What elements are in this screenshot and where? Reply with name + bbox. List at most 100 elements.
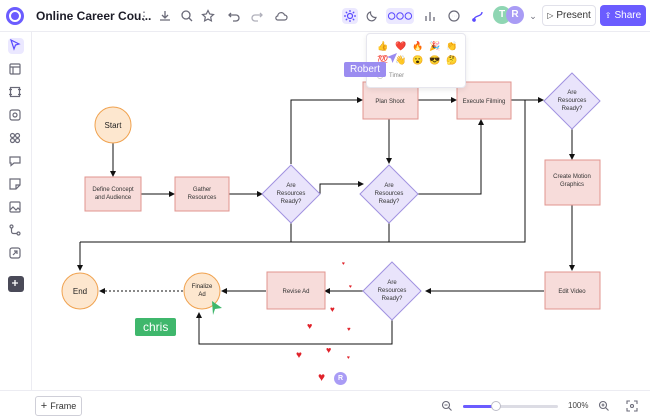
- emoji-heart[interactable]: ❤️: [395, 41, 407, 51]
- node-create-motion-graphics[interactable]: Create Motion Graphics: [544, 159, 601, 206]
- node-revise-ad[interactable]: Revise Ad: [266, 271, 326, 310]
- connector-tool-icon[interactable]: [8, 223, 24, 239]
- redo-icon[interactable]: [249, 8, 265, 24]
- heart-reaction-icon: ♥: [318, 370, 326, 384]
- dark-mode-icon[interactable]: [364, 8, 380, 24]
- section-tool-icon[interactable]: [8, 85, 24, 101]
- node-finalize-ad[interactable]: Finalize Ad: [183, 272, 221, 310]
- emoji-hundred[interactable]: 💯: [377, 55, 389, 65]
- share-icon: ⇪: [604, 11, 612, 20]
- chevron-down-icon[interactable]: ⌄: [529, 11, 537, 21]
- app-logo[interactable]: [6, 7, 24, 25]
- zoom-slider[interactable]: [463, 401, 558, 411]
- robert-cursor-icon: [387, 53, 397, 63]
- emoji-wave[interactable]: 👋: [395, 55, 407, 65]
- emoji-clap[interactable]: 👏: [446, 41, 458, 51]
- reactions-icon[interactable]: [386, 8, 414, 24]
- node-gather-resources[interactable]: Gather Resources: [174, 176, 230, 212]
- add-frame-button[interactable]: + Frame: [35, 396, 82, 416]
- node-plan-label: Plan Shoot: [375, 99, 405, 105]
- decision-1-line2: Resources: [277, 191, 306, 197]
- share-button[interactable]: ⇪ Share: [600, 5, 646, 26]
- emoji-surprised[interactable]: 😮: [412, 55, 424, 65]
- more-tools-icon[interactable]: [8, 276, 24, 292]
- emoji-thinking[interactable]: 🤔: [446, 55, 458, 65]
- chart-icon[interactable]: [422, 8, 438, 24]
- decision-1[interactable]: Are Resources Ready?: [261, 164, 321, 224]
- node-plan-shoot[interactable]: Plan Shoot: [362, 81, 419, 120]
- reactions-popup: 👍 ❤️ 🔥 🎉 👏 💯 👋 😮 😎 🤔: [366, 33, 466, 88]
- decision-1-line3: Ready?: [281, 199, 302, 205]
- timer-label[interactable]: Timer: [389, 73, 405, 79]
- cloud-saved-icon[interactable]: [273, 8, 289, 24]
- heart-reaction-icon: ♥: [296, 350, 302, 361]
- node-edit-label: Edit Video: [558, 289, 586, 295]
- play-icon: ▷: [547, 11, 554, 20]
- decision-3-line3: Ready?: [562, 106, 583, 112]
- chris-cursor-icon: [212, 301, 222, 315]
- shape-tool-icon[interactable]: [8, 108, 24, 124]
- flowchart-diagram: Define Concept and Audience Gather Resou…: [61, 72, 601, 345]
- node-end[interactable]: End: [61, 272, 99, 310]
- node-motion-line1: Create Motion: [553, 174, 591, 180]
- decision-4-line2: Resources: [378, 288, 407, 294]
- search-icon[interactable]: [179, 8, 195, 24]
- present-button[interactable]: ▷ Present: [542, 5, 596, 26]
- download-icon[interactable]: [157, 8, 173, 24]
- top-toolbar: Online Career Cou... ⋮: [0, 0, 650, 32]
- node-revise-label: Revise Ad: [282, 289, 309, 295]
- undo-icon[interactable]: [226, 8, 242, 24]
- star-icon[interactable]: [200, 8, 216, 24]
- emoji-thumbs-up[interactable]: 👍: [377, 41, 389, 51]
- select-tool-icon[interactable]: [8, 38, 24, 54]
- document-title[interactable]: Online Career Cou...: [36, 9, 152, 23]
- decision-2[interactable]: Are Resources Ready?: [359, 164, 419, 224]
- heart-reaction-icon: ♥: [330, 305, 335, 314]
- heart-reaction-icon: ♥: [349, 284, 352, 290]
- zoom-in-icon[interactable]: [598, 399, 610, 411]
- decision-2-line1: Are: [384, 183, 394, 189]
- node-edit-video[interactable]: Edit Video: [544, 271, 601, 310]
- node-execute-filming[interactable]: Execute Filming: [456, 81, 512, 120]
- components-tool-icon[interactable]: [8, 131, 24, 147]
- connectors: [77, 97, 575, 345]
- light-mode-icon[interactable]: [342, 8, 358, 24]
- present-label: Present: [556, 10, 591, 21]
- connector-icon[interactable]: [470, 8, 486, 24]
- share-label: Share: [614, 10, 642, 21]
- node-execute-label: Execute Filming: [463, 99, 506, 105]
- comment-icon[interactable]: [446, 8, 462, 24]
- decision-2-line3: Ready?: [379, 199, 400, 205]
- embed-tool-icon[interactable]: [8, 246, 24, 262]
- image-tool-icon[interactable]: [8, 200, 24, 216]
- emoji-cool[interactable]: 😎: [429, 55, 441, 65]
- robert-cursor-label: Robert: [344, 62, 387, 77]
- node-define-concept[interactable]: Define Concept and Audience: [84, 176, 142, 212]
- fit-screen-icon[interactable]: [626, 399, 638, 412]
- heart-reaction-icon: ♥: [342, 261, 345, 267]
- emoji-fire[interactable]: 🔥: [412, 41, 424, 51]
- flowchart-canvas[interactable]: Define Concept and Audience Gather Resou…: [33, 33, 650, 390]
- plus-icon: +: [40, 400, 48, 412]
- decision-3[interactable]: Are Resources Ready?: [543, 72, 601, 130]
- decision-3-line1: Are: [567, 90, 577, 96]
- bottom-toolbar: + Frame 100%: [0, 390, 650, 420]
- decision-4[interactable]: Are Resources Ready?: [362, 261, 422, 321]
- left-toolbar: [0, 32, 32, 390]
- frame-tool-icon[interactable]: [8, 62, 24, 78]
- heart-reaction-icon: ♥: [307, 321, 313, 331]
- heart-reaction-icon: ♥: [347, 327, 351, 333]
- comment-tool-icon[interactable]: [8, 154, 24, 170]
- node-motion-line2: Graphics: [560, 182, 584, 188]
- node-finalize-line1: Finalize: [192, 284, 213, 290]
- zoom-out-icon[interactable]: [441, 399, 453, 411]
- node-start[interactable]: Start: [94, 106, 132, 144]
- node-end-label: End: [73, 287, 87, 296]
- more-options-icon[interactable]: ⋮: [138, 9, 150, 23]
- node-finalize-line2: Ad: [198, 292, 205, 298]
- node-start-label: Start: [105, 121, 123, 130]
- emoji-party[interactable]: 🎉: [429, 41, 441, 51]
- collaborator-avatar-r[interactable]: R: [506, 6, 524, 24]
- zoom-slider-handle[interactable]: [491, 401, 502, 411]
- sticky-note-tool-icon[interactable]: [8, 177, 24, 193]
